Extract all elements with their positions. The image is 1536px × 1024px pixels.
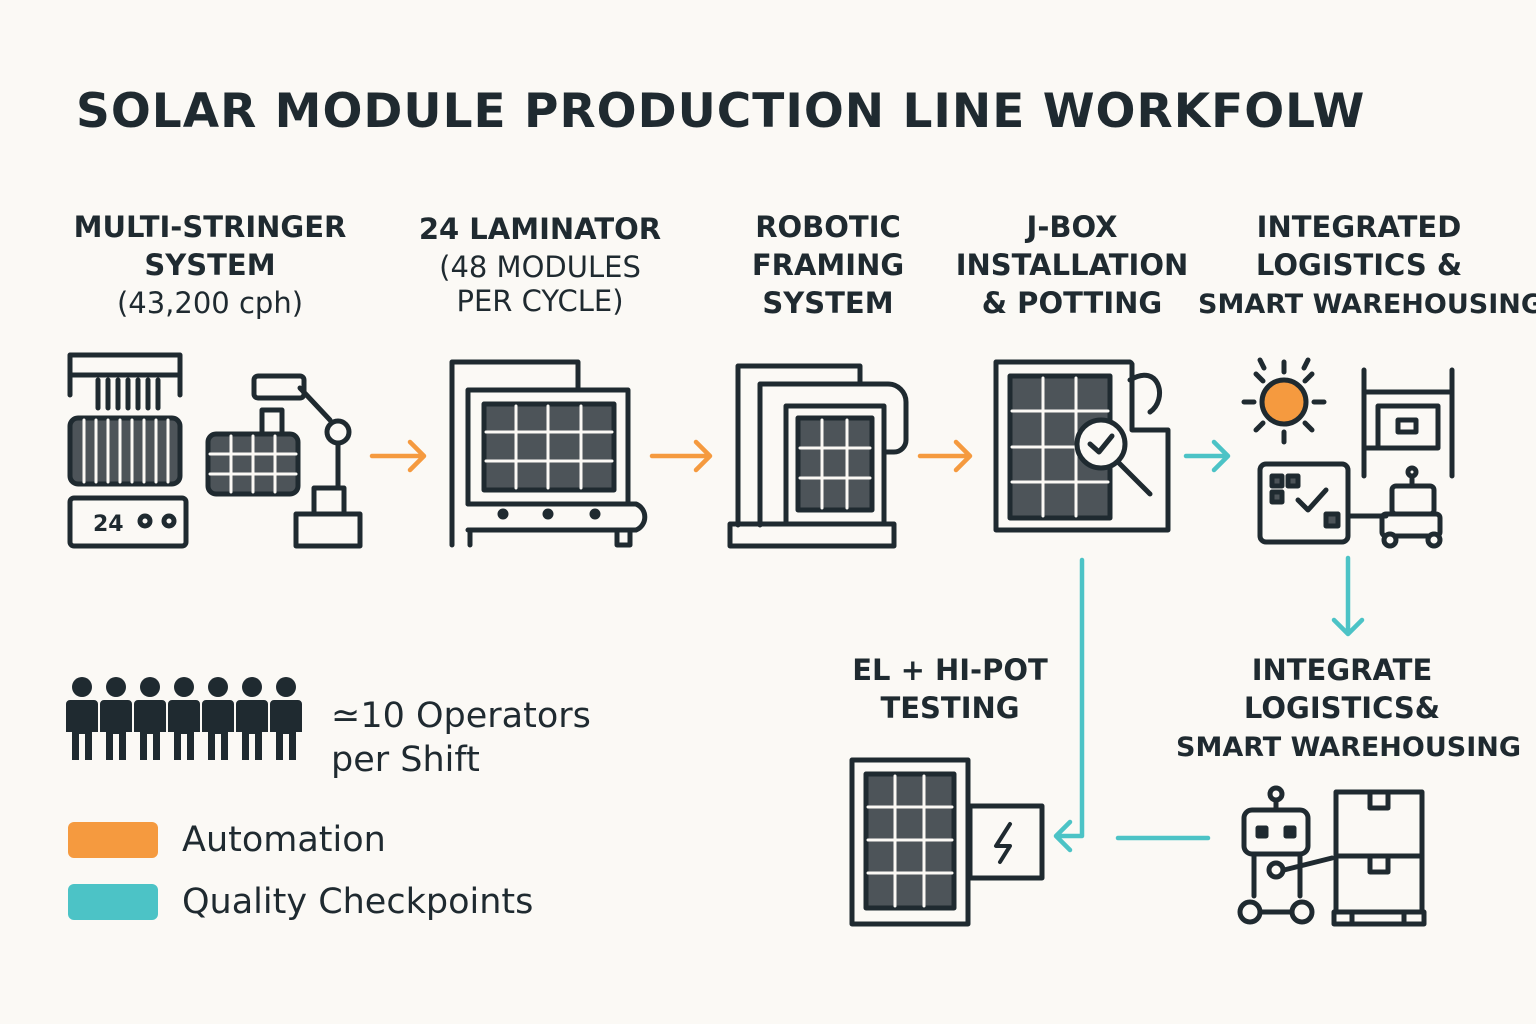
stage-line: MULTI-STRINGER (73, 210, 347, 244)
stringer-machine-robot-arm-icon (67, 352, 363, 549)
operators-line-2: per Shift (331, 740, 480, 780)
operators-caption: ≃10 Operators per Shift (331, 694, 591, 782)
stage-line: INTEGRATED (1256, 210, 1462, 244)
stage-line: EL + HI-POT (852, 653, 1048, 687)
stage-label-framing: ROBOTIC FRAMING SYSTEM (718, 208, 938, 322)
stage-line: ROBOTIC (755, 210, 901, 244)
operators-line-1: ≃10 Operators (331, 696, 591, 736)
laminator-conveyor-icon (449, 359, 648, 548)
stage-subline: (48 MODULES (439, 250, 641, 284)
operator-icon (270, 677, 302, 760)
stage-line: TESTING (880, 691, 1020, 725)
legend-item-quality: Quality Checkpoints (68, 882, 533, 922)
framing-machine-icon (727, 363, 909, 549)
stage-label-logistics-top: INTEGRATED LOGISTICS & SMART WAREHOUSING (1198, 208, 1536, 324)
legend-swatch-quality (68, 884, 158, 920)
stage-line: FRAMING (751, 248, 905, 282)
robot-boxes-icon (1237, 785, 1427, 927)
stage-line: LOGISTICS & (1255, 248, 1463, 282)
operator-icon (236, 677, 268, 760)
stage-line: SMART WAREHOUSING (1176, 732, 1522, 763)
operator-icon (66, 677, 98, 760)
stage-subline: PER CYCLE) (456, 284, 624, 318)
stage-label-jbox: J-BOX INSTALLATION & POTTING (952, 208, 1192, 322)
legend-label: Automation (182, 820, 386, 860)
stage-label-multi-stringer: MULTI-STRINGER SYSTEM (43,200 cph) (70, 208, 350, 322)
operator-icon (168, 677, 200, 760)
stage-label-logistics-bottom: INTEGRATE LOGISTICS& SMART WAREHOUSING (1176, 651, 1521, 767)
stage-line: INTEGRATE (1251, 653, 1433, 687)
operator-icon (202, 677, 234, 760)
stage-line: & POTTING (981, 286, 1163, 320)
quality-arrow (1331, 555, 1365, 637)
el-hipot-tester-icon (849, 757, 1045, 927)
stage-line: LOGISTICS& (1243, 691, 1441, 725)
automation-arrow (369, 439, 427, 473)
stringer-display-text: 24 (93, 512, 124, 537)
stage-label-el-testing: EL + HI-POT TESTING (840, 651, 1060, 727)
page-title: SOLAR MODULE PRODUCTION LINE WORKFOLW (76, 84, 1366, 139)
legend-item-automation: Automation (68, 820, 386, 860)
stage-line: 24 LAMINATOR (418, 212, 662, 246)
quality-arrow (1183, 439, 1231, 473)
stage-line: SYSTEM (762, 286, 894, 320)
stage-line: SMART WAREHOUSING (1198, 289, 1536, 320)
quality-arrow (1053, 557, 1085, 853)
stage-line: INSTALLATION (955, 248, 1189, 282)
stage-label-laminator: 24 LAMINATOR (48 MODULES PER CYCLE) (400, 210, 680, 320)
warehouse-robot-icon (1241, 357, 1455, 549)
legend-swatch-automation (68, 822, 158, 858)
stage-line: SYSTEM (144, 248, 276, 282)
stage-line: J-BOX (1026, 210, 1118, 244)
automation-arrow (917, 439, 973, 473)
jbox-inspection-icon (993, 359, 1171, 533)
operator-icon (100, 677, 132, 760)
operators-icon-group (66, 677, 302, 760)
operator-icon (134, 677, 166, 760)
automation-arrow (649, 439, 713, 473)
legend-label: Quality Checkpoints (182, 882, 534, 922)
stage-subline: (43,200 cph) (116, 286, 304, 320)
